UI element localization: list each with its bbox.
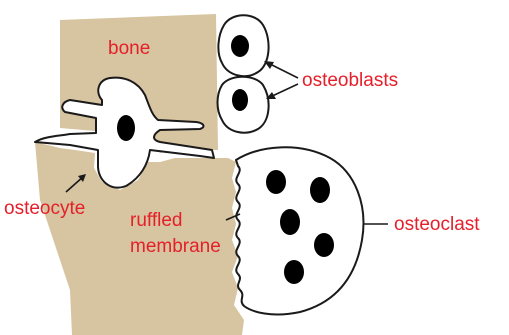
osteoclast-nucleus-2 xyxy=(310,177,330,203)
osteocyte-label: osteocyte xyxy=(4,198,85,219)
bone-label: bone xyxy=(108,38,150,59)
osteoblasts-label: osteoblasts xyxy=(302,70,398,91)
osteoblast-nucleus-upper xyxy=(231,35,249,57)
osteoclast-label: osteoclast xyxy=(394,214,480,235)
osteoclast-nucleus-1 xyxy=(266,170,286,194)
osteoblast-nucleus-lower xyxy=(232,89,248,111)
osteoclast-nucleus-5 xyxy=(284,260,304,284)
ruffled-membrane-label-line1: ruffled xyxy=(130,210,182,231)
osteocyte-nucleus xyxy=(117,115,135,141)
osteoclast-cell xyxy=(236,147,363,314)
osteoclast-nucleus-3 xyxy=(280,209,300,235)
ruffled-membrane-label-line2: membrane xyxy=(130,236,221,257)
osteoclast-nucleus-4 xyxy=(314,233,334,257)
